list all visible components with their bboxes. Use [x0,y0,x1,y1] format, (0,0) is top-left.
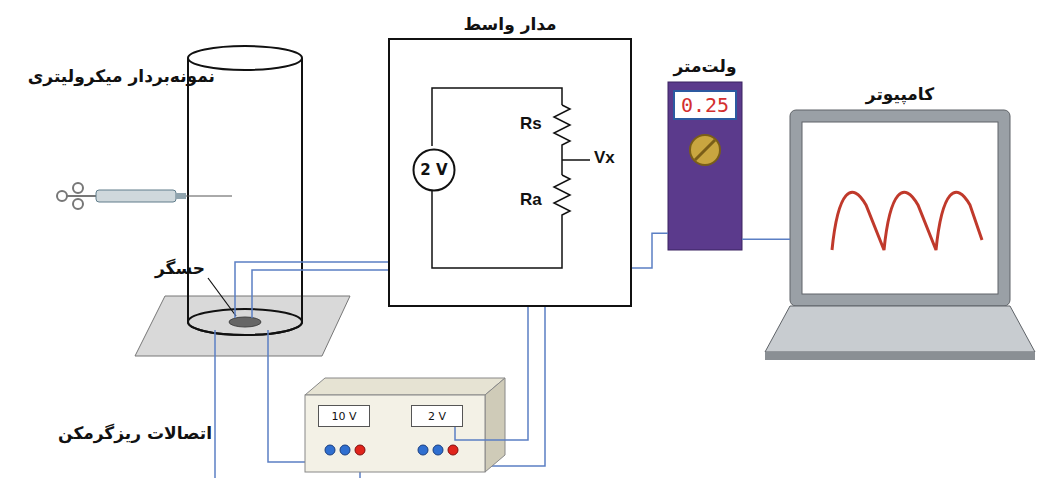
voltage-source: 2 V [412,148,456,192]
voltmeter-body [668,82,742,250]
wire [455,307,528,440]
circuit [432,88,590,268]
node-text: 10 V [331,410,356,423]
leader-line [208,278,236,316]
heading: مدار واسط [463,14,556,34]
interface-box: مدار واسط2 V [388,38,632,307]
wire [742,239,790,241]
part-label: اتصالات ریزگرمکن [58,423,212,443]
waveform [832,192,982,250]
laptop [765,110,1035,360]
display-2v: 2 V [411,405,463,427]
wire [214,330,216,478]
resistor-symbol [554,175,570,228]
computer: کامپیوتر [790,110,1010,306]
resistor-symbol [554,105,570,175]
power-supply [305,378,505,472]
base-plate [135,296,350,356]
display-10v: 10 V [318,405,370,427]
node-text: 2 V [428,410,446,423]
part-label: نمونه‌بردار میکرولیتری [28,66,215,86]
sensor [229,317,261,327]
resistor-label: Ra [520,190,542,210]
part-label: حسگر [155,258,205,278]
signal-name: Vx [594,148,615,168]
wire [252,270,388,318]
meter-display: 0.25 [673,90,737,120]
wire [632,233,668,268]
wire [235,262,388,318]
heading: ولت‌متر [674,56,737,76]
voltmeter: ولت‌متر0.25 [668,82,742,250]
chamber-bottom [188,309,302,335]
syringe [57,183,232,209]
node-text: 2 V [420,161,447,179]
resistor-label: Rs [520,114,542,134]
heading: کامپیوتر [866,84,934,104]
